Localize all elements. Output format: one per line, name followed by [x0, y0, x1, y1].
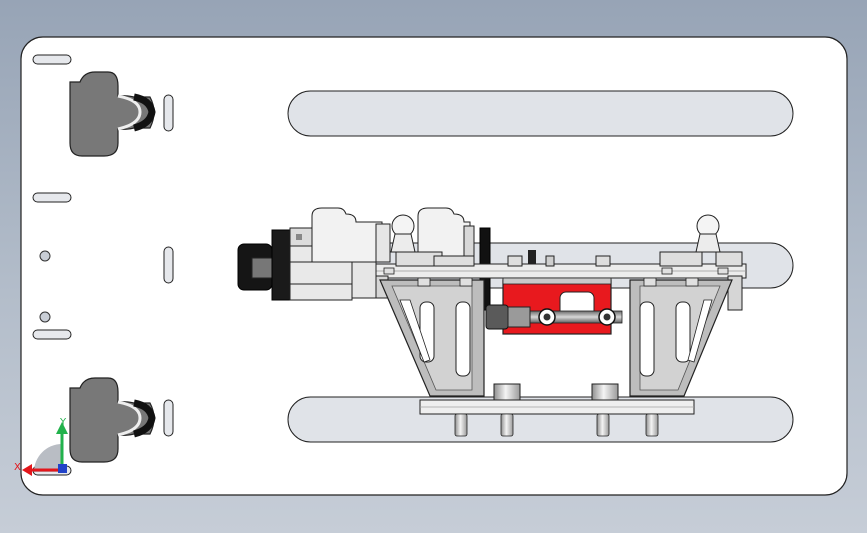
pin-hole-lower	[39, 311, 51, 323]
clamp-block-bottom[interactable]	[69, 377, 156, 463]
plate-bolts	[383, 267, 729, 287]
clamp-block-top[interactable]	[69, 71, 156, 157]
axis-x-label: X	[14, 462, 21, 473]
pin-hole-upper	[39, 250, 51, 262]
slot-top	[287, 90, 794, 137]
small-slots-vertical	[163, 94, 174, 437]
motor-flange	[271, 229, 291, 301]
locating-pins	[454, 413, 659, 437]
axis-y-label: Y	[59, 417, 67, 428]
upper-fitting-left	[311, 207, 383, 263]
fixture-assembly[interactable]	[237, 207, 747, 437]
upper-fitting-right	[417, 207, 471, 263]
axis-triad: Y X	[14, 417, 68, 476]
bottom-bosses	[493, 383, 619, 403]
